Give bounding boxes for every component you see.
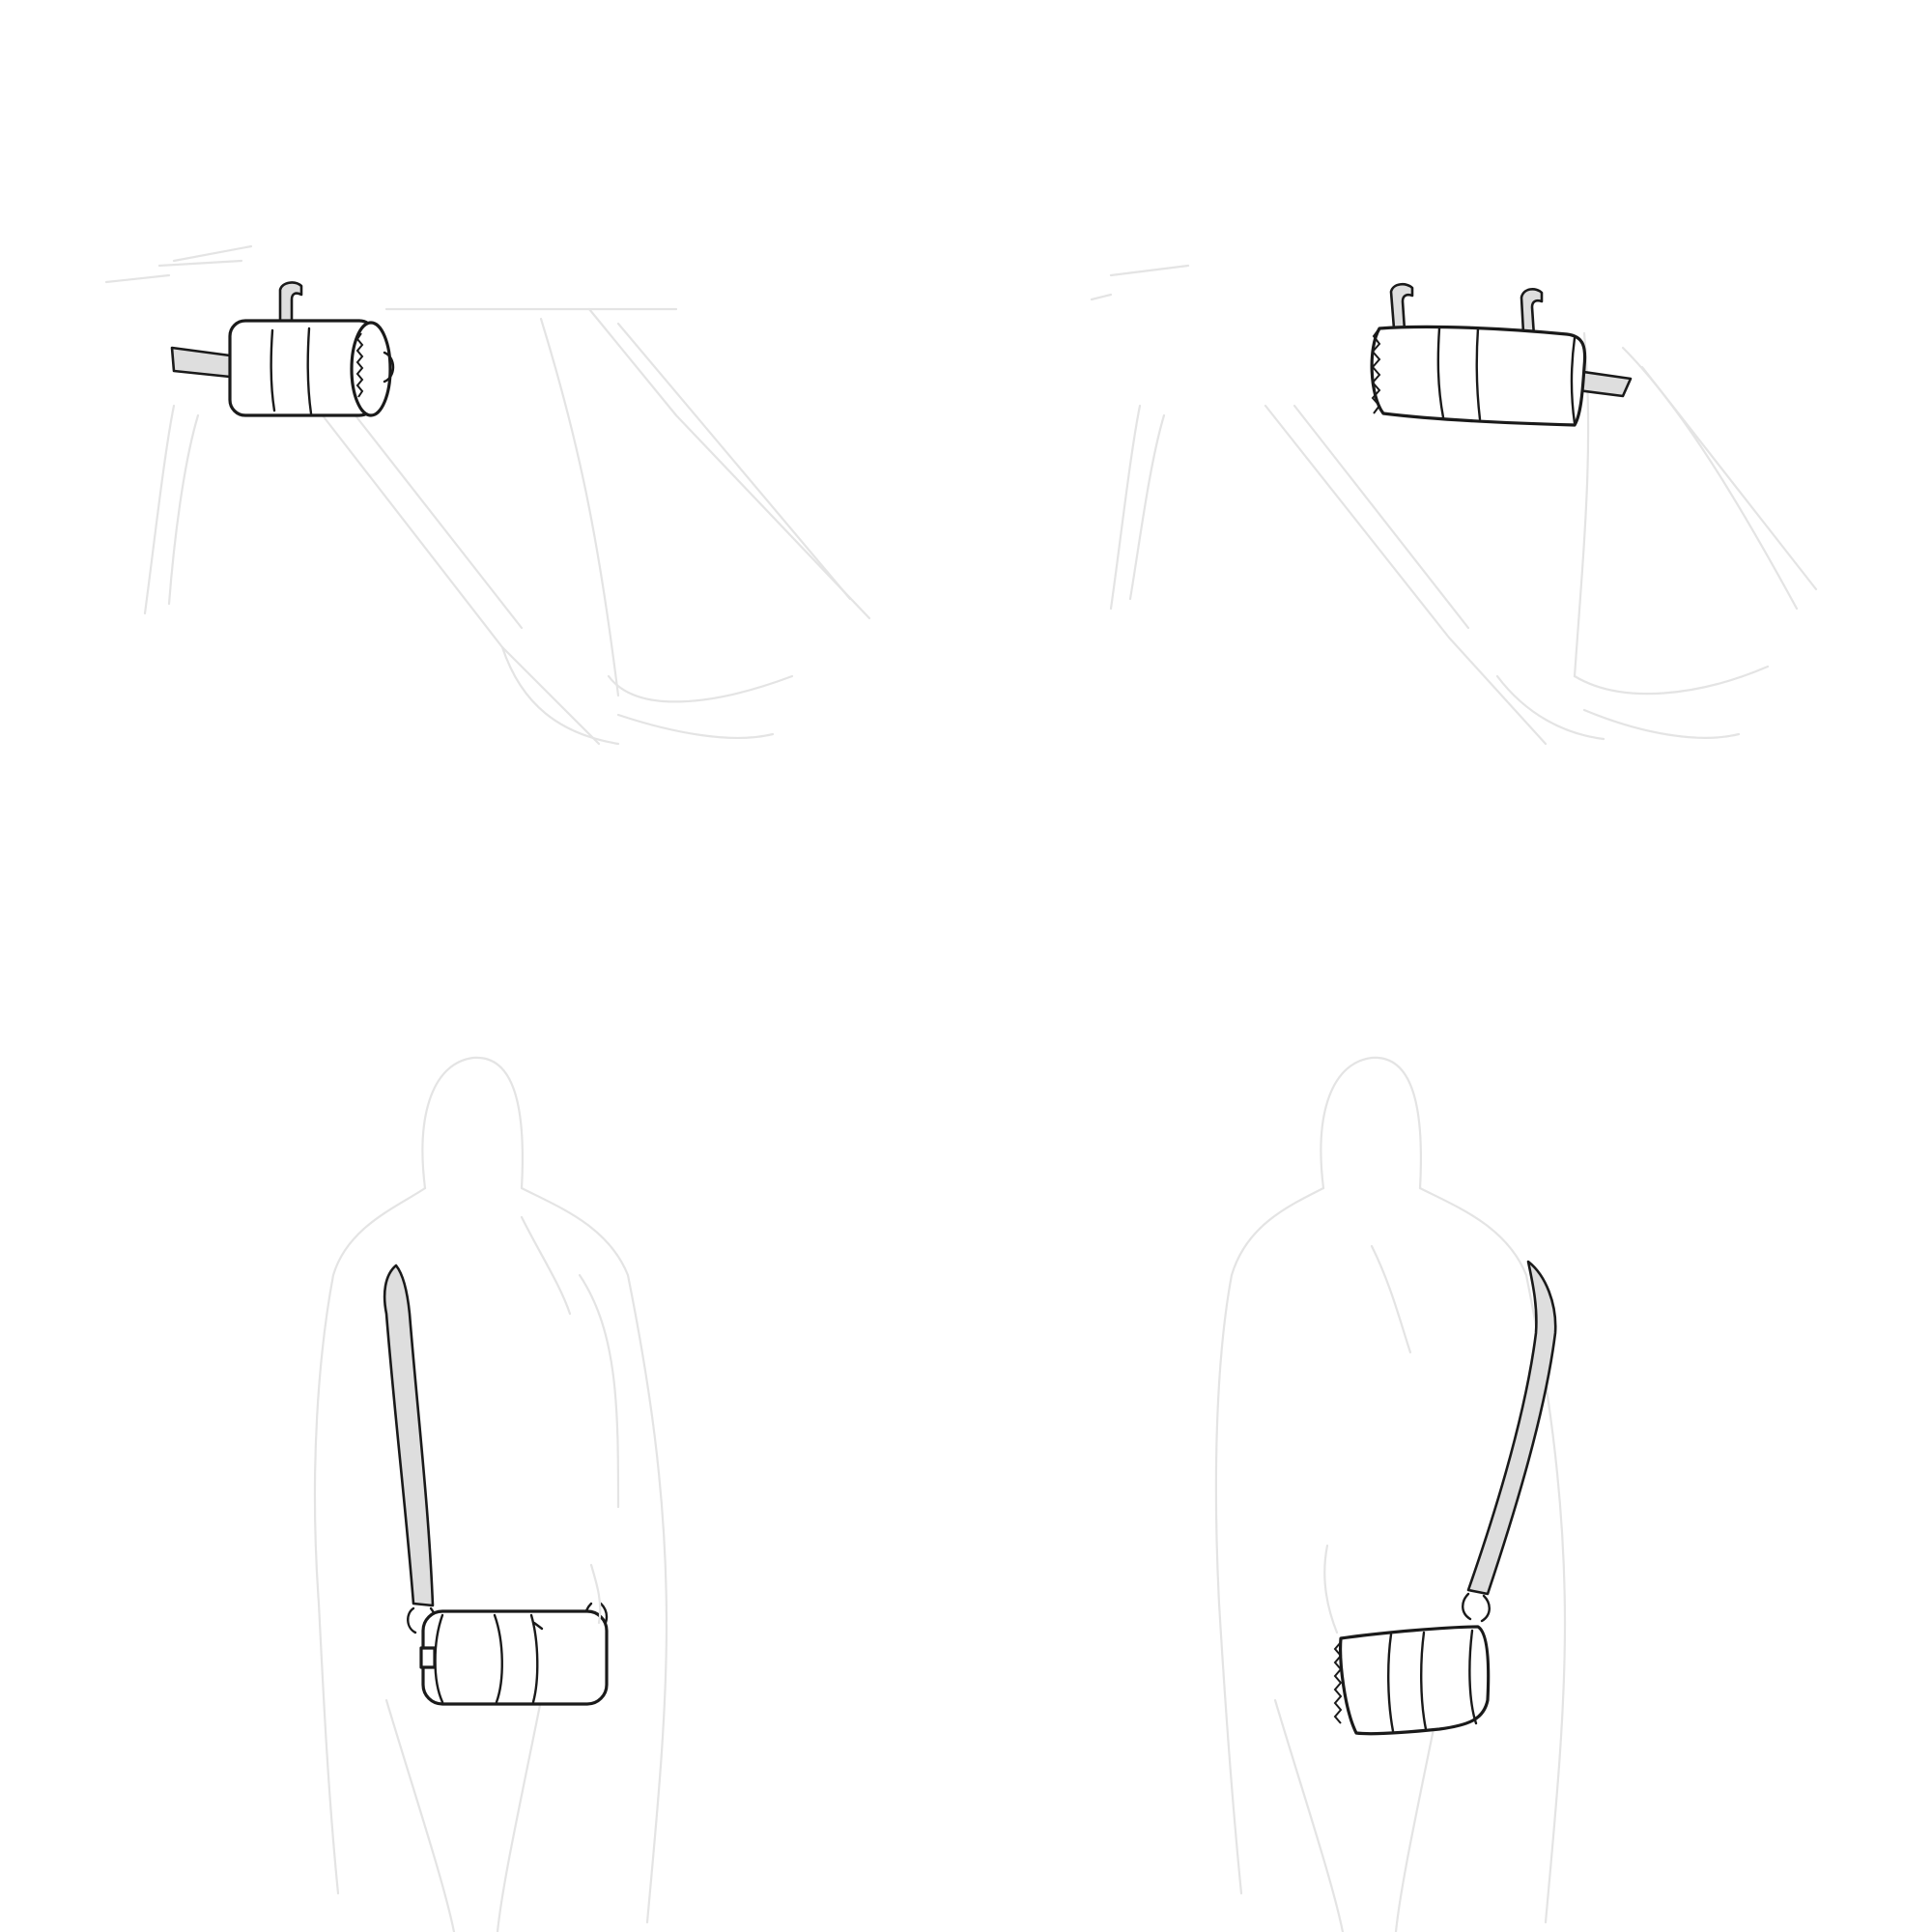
crossbody-bag-back [1323,1260,1557,1736]
crossbody-bag-front [383,1264,609,1706]
bag-end-fuzz [1333,1641,1343,1724]
bag-seam [1420,1631,1428,1731]
worn-view-back [1214,1056,1567,1932]
bag-body [421,1609,609,1706]
bike-view-left [104,244,871,746]
handlebar-bag-right [1370,282,1633,427]
hand-ghost [589,1563,602,1625]
bag-end-edge [1468,1629,1478,1725]
bag-end-cap [350,321,392,417]
bag-end-fuzz [355,332,364,398]
bag-seam [1436,327,1445,419]
zipper-pull [532,1621,544,1631]
bag-end-fuzz [1371,327,1381,414]
handlebar-tube [170,346,232,379]
velcro-strap-top [278,281,303,328]
worn-view-front [313,1056,668,1932]
bag-body [1339,1625,1491,1736]
handlebar-bag-left [170,281,395,417]
person-ghost-outline [313,1056,668,1932]
strap-clip [1462,1592,1491,1623]
velcro-strap-top [1520,288,1544,338]
bag-seam [493,1613,503,1704]
bag-seam [270,328,276,412]
bag-end-edge [1570,336,1577,425]
bag-seam [306,327,313,415]
shoulder-strap [383,1264,435,1607]
bag-body [1370,325,1587,427]
bag-logo-patch [419,1646,437,1669]
bag-seam [1387,1633,1395,1733]
velcro-strap-top [1389,282,1414,332]
hand-ghost [1323,1544,1339,1634]
bag-seam [1475,327,1482,421]
bike-view-right [1090,264,1818,746]
bicycle-ghost-outline [104,244,871,746]
shoulder-strap [1466,1260,1557,1596]
bicycle-ghost-outline [1090,264,1818,746]
end-loop [383,351,395,384]
person-ghost-outline [1214,1056,1567,1932]
